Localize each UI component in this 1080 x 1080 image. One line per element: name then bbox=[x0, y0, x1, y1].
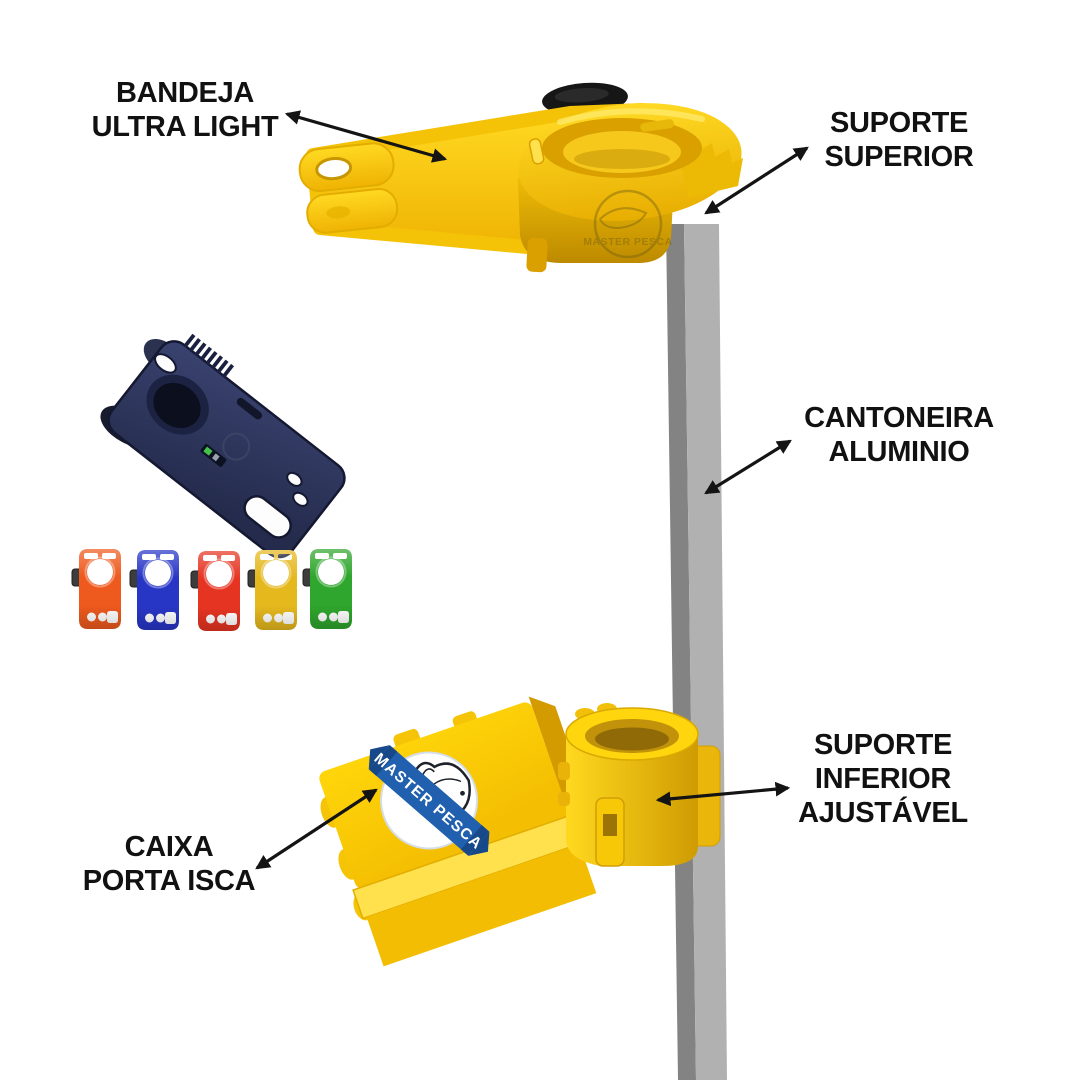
bubble-level bbox=[203, 446, 213, 456]
label-bandeja-ultra-light: BANDEJA ULTRA LIGHT bbox=[55, 76, 315, 144]
mini-tray-red bbox=[190, 551, 240, 631]
rod-comb bbox=[183, 333, 235, 379]
cup-holder-hole bbox=[153, 382, 201, 429]
label-line: SUPERIOR bbox=[824, 141, 974, 173]
label-caixa-porta-isca: CAIXA PORTA ISCA bbox=[40, 830, 298, 898]
bait-box-base bbox=[366, 843, 597, 967]
mini-tray-variants bbox=[71, 549, 352, 631]
arrow-suporte-inferior bbox=[655, 781, 791, 807]
label-cantoneira-aluminio: CANTONEIRA ALUMINIO bbox=[768, 401, 1030, 469]
aluminum-bar-light-face bbox=[684, 224, 727, 1080]
arrow-caixa bbox=[255, 788, 378, 870]
mini-tray-blue bbox=[129, 550, 179, 630]
label-line: SUPORTE bbox=[813, 729, 953, 761]
tray-body bbox=[107, 340, 346, 559]
label-line: CANTONEIRA bbox=[804, 402, 994, 434]
arrow-bandeja bbox=[284, 110, 448, 163]
label-suporte-superior: SUPORTE SUPERIOR bbox=[770, 106, 1028, 174]
bait-box: MASTER PESCA bbox=[319, 696, 597, 967]
aluminum-bar-dark-face bbox=[666, 224, 696, 1080]
label-suporte-inferior-ajustavel: SUPORTE INFERIOR AJUSTÁVEL bbox=[772, 728, 994, 830]
handle-hole bbox=[154, 353, 177, 374]
lower-clamp bbox=[558, 703, 721, 867]
navy-tray-illustration bbox=[100, 333, 346, 559]
mini-tray-orange bbox=[71, 549, 121, 629]
watermark-brand-text: MASTER PESCA bbox=[583, 236, 672, 248]
cup-recess bbox=[563, 131, 681, 173]
label-line: ULTRA LIGHT bbox=[91, 111, 279, 143]
callout-arrows bbox=[255, 110, 809, 870]
label-line: BANDEJA bbox=[115, 77, 255, 109]
mini-tray-green bbox=[302, 549, 352, 629]
clamp-bore bbox=[595, 727, 669, 751]
label-line: PORTA ISCA bbox=[82, 865, 256, 897]
lower-assembly: MASTER PESCA bbox=[319, 696, 721, 967]
brand-watermark: MASTER PESCA bbox=[583, 189, 672, 259]
label-line: INFERIOR bbox=[814, 763, 952, 795]
aluminum-bar bbox=[666, 224, 727, 1080]
label-line: ALUMINIO bbox=[828, 436, 970, 468]
label-line: SUPORTE bbox=[829, 107, 969, 139]
arrow-suporte-superior bbox=[704, 146, 809, 215]
mini-tray-yellow bbox=[247, 550, 297, 630]
label-line: AJUSTÁVEL bbox=[798, 797, 968, 829]
label-line: CAIXA bbox=[124, 831, 214, 863]
handle-slot bbox=[243, 494, 292, 539]
fish-icon bbox=[598, 207, 648, 230]
arrow-cantoneira bbox=[704, 439, 792, 495]
